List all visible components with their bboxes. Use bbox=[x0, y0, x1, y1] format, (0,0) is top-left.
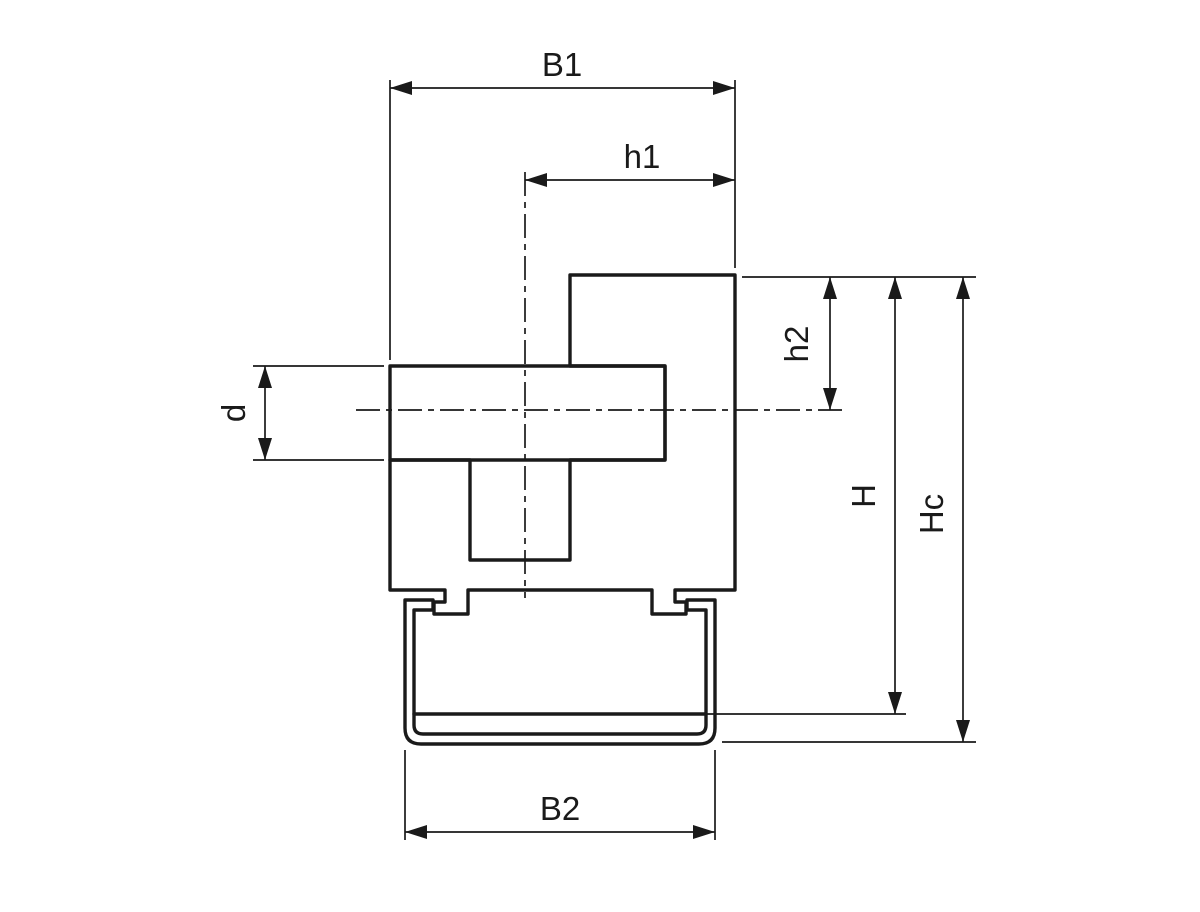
h2-arrow-top bbox=[823, 277, 837, 299]
b1-arrow-left bbox=[390, 81, 412, 95]
dimension-d: d bbox=[215, 365, 384, 461]
dim-label-h1: h1 bbox=[624, 138, 661, 175]
dim-label-hc: Hc bbox=[913, 494, 950, 534]
h2-arrow-bottom bbox=[823, 388, 837, 410]
b2-arrow-left bbox=[405, 825, 427, 839]
h1-arrow-right bbox=[713, 173, 735, 187]
hc-arrow-top bbox=[956, 277, 970, 299]
dim-label-d: d bbox=[215, 404, 252, 422]
dim-label-h: H bbox=[845, 484, 882, 508]
h-arrow-top bbox=[888, 277, 902, 299]
rail-outline bbox=[403, 598, 717, 746]
dim-label-b1: B1 bbox=[542, 46, 582, 83]
dimension-b1: B1 bbox=[389, 46, 736, 360]
dimension-h2: h2 bbox=[778, 277, 837, 410]
h-arrow-bottom bbox=[888, 692, 902, 714]
guide-profile-outline bbox=[388, 273, 737, 616]
dim-label-b2: B2 bbox=[540, 790, 580, 827]
b2-arrow-right bbox=[693, 825, 715, 839]
dimension-b2: B2 bbox=[404, 750, 716, 840]
hc-arrow-bottom bbox=[956, 720, 970, 742]
dim-label-h2: h2 bbox=[778, 326, 815, 363]
d-arrow-top bbox=[258, 366, 272, 388]
dimension-h: H bbox=[706, 277, 906, 715]
h1-arrow-left bbox=[525, 173, 547, 187]
b1-arrow-right bbox=[713, 81, 735, 95]
d-arrow-bottom bbox=[258, 438, 272, 460]
dimension-h1: h1 bbox=[525, 138, 735, 187]
chain-section-outline bbox=[388, 364, 667, 462]
dimension-hc: Hc bbox=[722, 277, 976, 743]
